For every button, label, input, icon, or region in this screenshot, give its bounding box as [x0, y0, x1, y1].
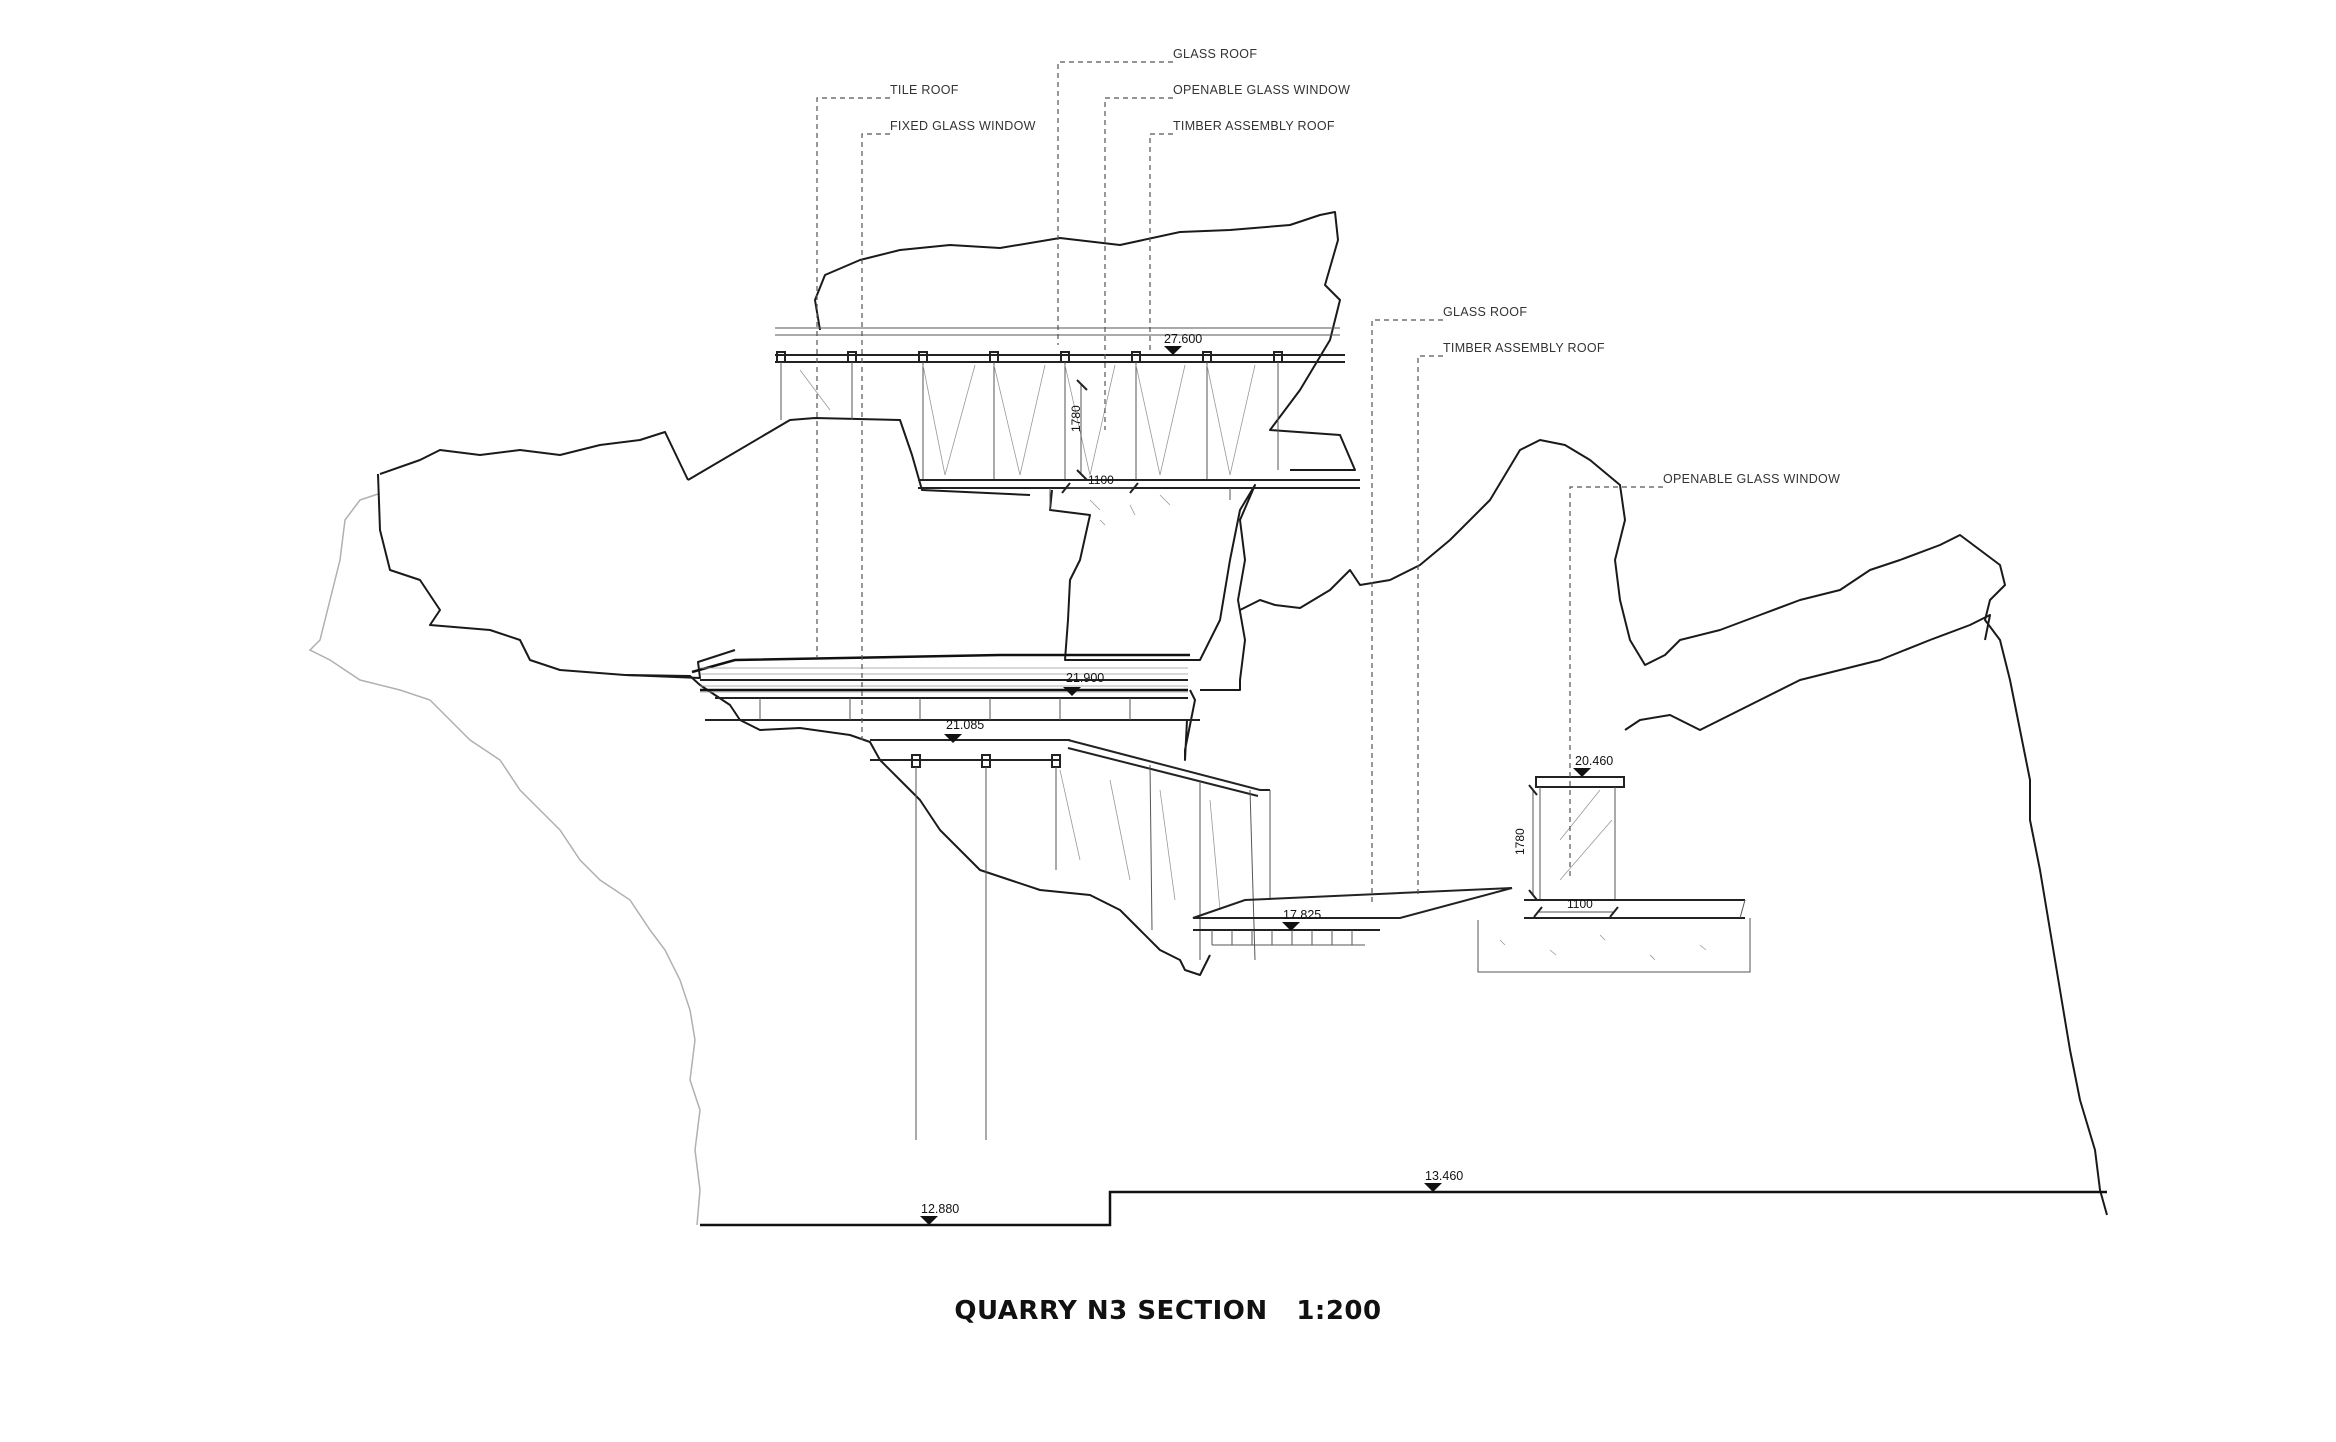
lower-deck-columns — [911, 754, 1061, 1140]
middle-pavilion — [691, 653, 1271, 1140]
central-pillar-rock — [1049, 484, 1256, 691]
upper-overhang-lower-edge — [687, 417, 1031, 496]
title-spacer — [1268, 1296, 1297, 1326]
drawing-title-name: QUARRY N3 SECTION — [954, 1296, 1268, 1326]
leader-fixed-glass-window — [861, 133, 890, 740]
label-openable-glass-window-upper: OPENABLE GLASS WINDOW — [1173, 83, 1350, 97]
dimension-upper-width: 1100 — [1088, 473, 1114, 487]
lower-deck — [1192, 887, 1513, 946]
label-tile-roof: TILE ROOF — [890, 83, 959, 97]
marker-13460 — [1424, 1183, 1442, 1192]
label-fixed-glass-window: FIXED GLASS WINDOW — [890, 119, 1036, 133]
mid-rock-edge — [1184, 689, 1196, 761]
right-rock-inner — [1624, 614, 1991, 731]
dimension-right-height: 1780 — [1513, 828, 1527, 855]
label-glass-roof-mid: GLASS ROOF — [1443, 305, 1527, 319]
upper-pavilion-columns — [776, 351, 1283, 480]
leader-openable-glass-window-right — [1569, 486, 1663, 880]
dimension-upper-height: 1780 — [1069, 405, 1083, 432]
elevation-17825: 17.825 — [1283, 908, 1321, 922]
upper-dimension-lines — [1061, 379, 1139, 494]
drawing-scale: 1:200 — [1296, 1296, 1382, 1326]
elevation-21085: 21.085 — [946, 718, 984, 732]
marker-12880 — [920, 1216, 938, 1225]
right-pavilion — [1477, 768, 1751, 973]
background-cliff-outline — [308, 493, 701, 1226]
leader-glass-roof-mid — [1371, 319, 1443, 905]
right-rock-upper — [1239, 439, 2108, 1216]
leader-glass-roof-upper — [1057, 61, 1173, 345]
elevation-13460: 13.460 — [1425, 1169, 1463, 1183]
leader-openable-glass-window-upper — [1104, 97, 1173, 430]
elevation-27600: 27.600 — [1164, 332, 1202, 346]
leader-tile-roof — [816, 97, 890, 658]
upper-overhang-rock — [814, 211, 1356, 471]
elevation-12880: 12.880 — [921, 1202, 959, 1216]
label-timber-assembly-roof-mid: TIMBER ASSEMBLY ROOF — [1443, 341, 1605, 355]
ground-line — [700, 1190, 2107, 1227]
dimension-right-width: 1100 — [1567, 897, 1593, 911]
right-dimension-lines — [1528, 784, 1619, 918]
upper-pavilion — [775, 327, 1360, 526]
elevation-20460: 20.460 — [1575, 754, 1613, 768]
leader-timber-assembly-roof-upper — [1149, 133, 1173, 350]
label-openable-glass-window-right: OPENABLE GLASS WINDOW — [1663, 472, 1840, 486]
elevation-21900: 21.900 — [1066, 671, 1104, 685]
left-rock-mass-outline — [377, 431, 736, 679]
drawing-title: QUARRY N3 SECTION 1:200 — [0, 1296, 2336, 1326]
middle-pavilion-columns — [759, 698, 1131, 720]
label-glass-roof-upper: GLASS ROOF — [1173, 47, 1257, 61]
label-timber-assembly-roof-upper: TIMBER ASSEMBLY ROOF — [1173, 119, 1335, 133]
leader-timber-assembly-roof-mid — [1417, 355, 1443, 895]
